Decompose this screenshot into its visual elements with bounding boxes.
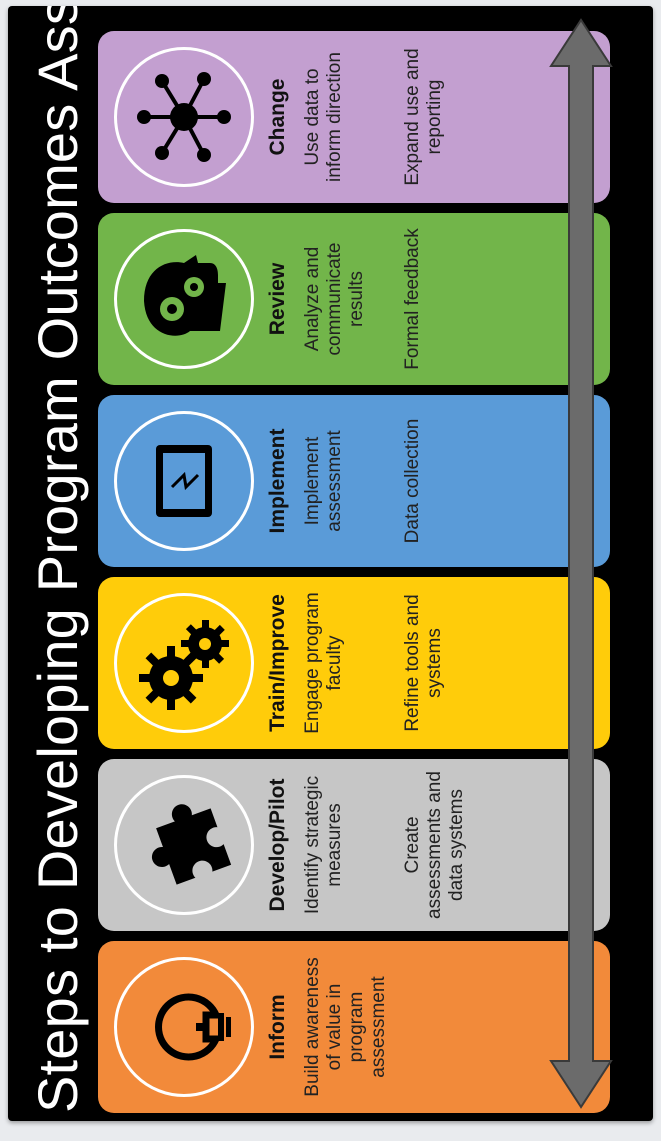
gears-icon [114,593,254,733]
rotated-canvas: Steps to Developing Program Outcomes Ass… [8,6,653,1121]
lightbulb-icon [114,957,254,1097]
step-card-train-improve: Train/Improve Engage program faculty Ref… [98,577,610,749]
diagram-frame: Steps to Developing Program Outcomes Ass… [8,6,653,1121]
step-card-review: Review Analyze and communicate results F… [98,213,610,385]
head-gears-icon [114,229,254,369]
tablet-icon [114,411,254,551]
puzzle-piece-icon [114,775,254,915]
step-card-implement: Implement Implement assessment Data coll… [98,395,610,567]
step-card-change: Change Use data to inform direction Expa… [98,31,610,203]
step-card-develop-pilot: Develop/Pilot Identify strategic measure… [98,759,610,931]
double-arrow-icon [549,18,613,1109]
network-icon [114,47,254,187]
step-card-inform: Inform Build awareness of value in progr… [98,941,610,1113]
